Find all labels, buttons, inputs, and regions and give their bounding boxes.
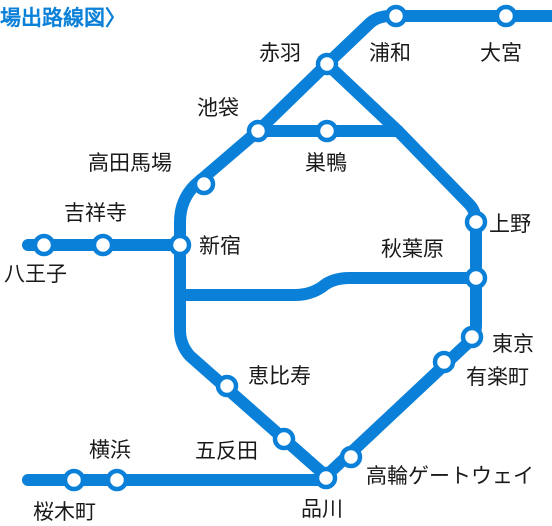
label-urawa: 浦和 [369, 41, 411, 65]
label-shinagawa: 品川 [301, 497, 343, 521]
label-tokyo: 東京 [492, 332, 534, 356]
station-marker-akabane[interactable] [315, 52, 339, 76]
station-marker-takadanobaba[interactable] [192, 172, 216, 196]
label-ikebukuro: 池袋 [197, 96, 239, 120]
label-takanawa-gateway: 高輪ゲートウェイ [366, 464, 534, 488]
label-akihabara: 秋葉原 [381, 237, 444, 261]
track-yamanote-west [174, 239, 332, 482]
label-sugamo: 巣鴨 [305, 151, 347, 175]
label-omiya: 大宮 [480, 41, 522, 65]
station-labels: 赤羽 浦和 大宮 池袋 巣鴨 高田馬場 吉祥寺 新宿 八王子 上野 秋葉原 東京… [4, 41, 534, 524]
label-takadanobaba: 高田馬場 [88, 151, 172, 175]
station-marker-ebisu[interactable] [215, 374, 239, 398]
station-markers [32, 4, 518, 492]
station-marker-kichijoji[interactable] [91, 233, 115, 257]
label-gotanda: 五反田 [195, 439, 258, 463]
track-yamanote-east [320, 125, 482, 482]
label-ueno: 上野 [489, 212, 531, 236]
station-marker-yokohama[interactable] [105, 468, 129, 492]
label-yurakucho: 有楽町 [466, 365, 529, 389]
station-marker-gotanda[interactable] [272, 427, 296, 451]
station-marker-takanawa-gateway[interactable] [339, 445, 363, 469]
station-marker-hachioji[interactable] [32, 233, 56, 257]
station-marker-yurakucho[interactable] [432, 350, 456, 374]
label-sakuragicho: 桜木町 [33, 500, 96, 524]
track-chuo-cross [174, 272, 482, 301]
station-marker-sakuragicho[interactable] [62, 468, 86, 492]
label-ebisu: 恵比寿 [248, 364, 311, 388]
track-akabane-tabata [321, 58, 404, 137]
label-hachioji: 八王子 [4, 262, 67, 286]
station-marker-tokyo[interactable] [460, 325, 484, 349]
station-marker-omiya[interactable] [494, 4, 518, 28]
map-title: 場出路線図〉 [0, 6, 126, 30]
station-marker-shinagawa[interactable] [314, 466, 338, 490]
station-marker-urawa[interactable] [384, 4, 408, 28]
station-marker-ueno[interactable] [464, 210, 488, 234]
station-marker-akihabara[interactable] [464, 266, 488, 290]
label-akabane: 赤羽 [259, 41, 301, 65]
label-shinjuku: 新宿 [199, 234, 241, 258]
station-marker-shinjuku[interactable] [168, 233, 192, 257]
station-marker-sugamo[interactable] [315, 119, 339, 143]
label-kichijoji: 吉祥寺 [64, 201, 127, 225]
label-yokohama: 横浜 [89, 438, 131, 462]
station-marker-ikebukuro[interactable] [246, 119, 270, 143]
